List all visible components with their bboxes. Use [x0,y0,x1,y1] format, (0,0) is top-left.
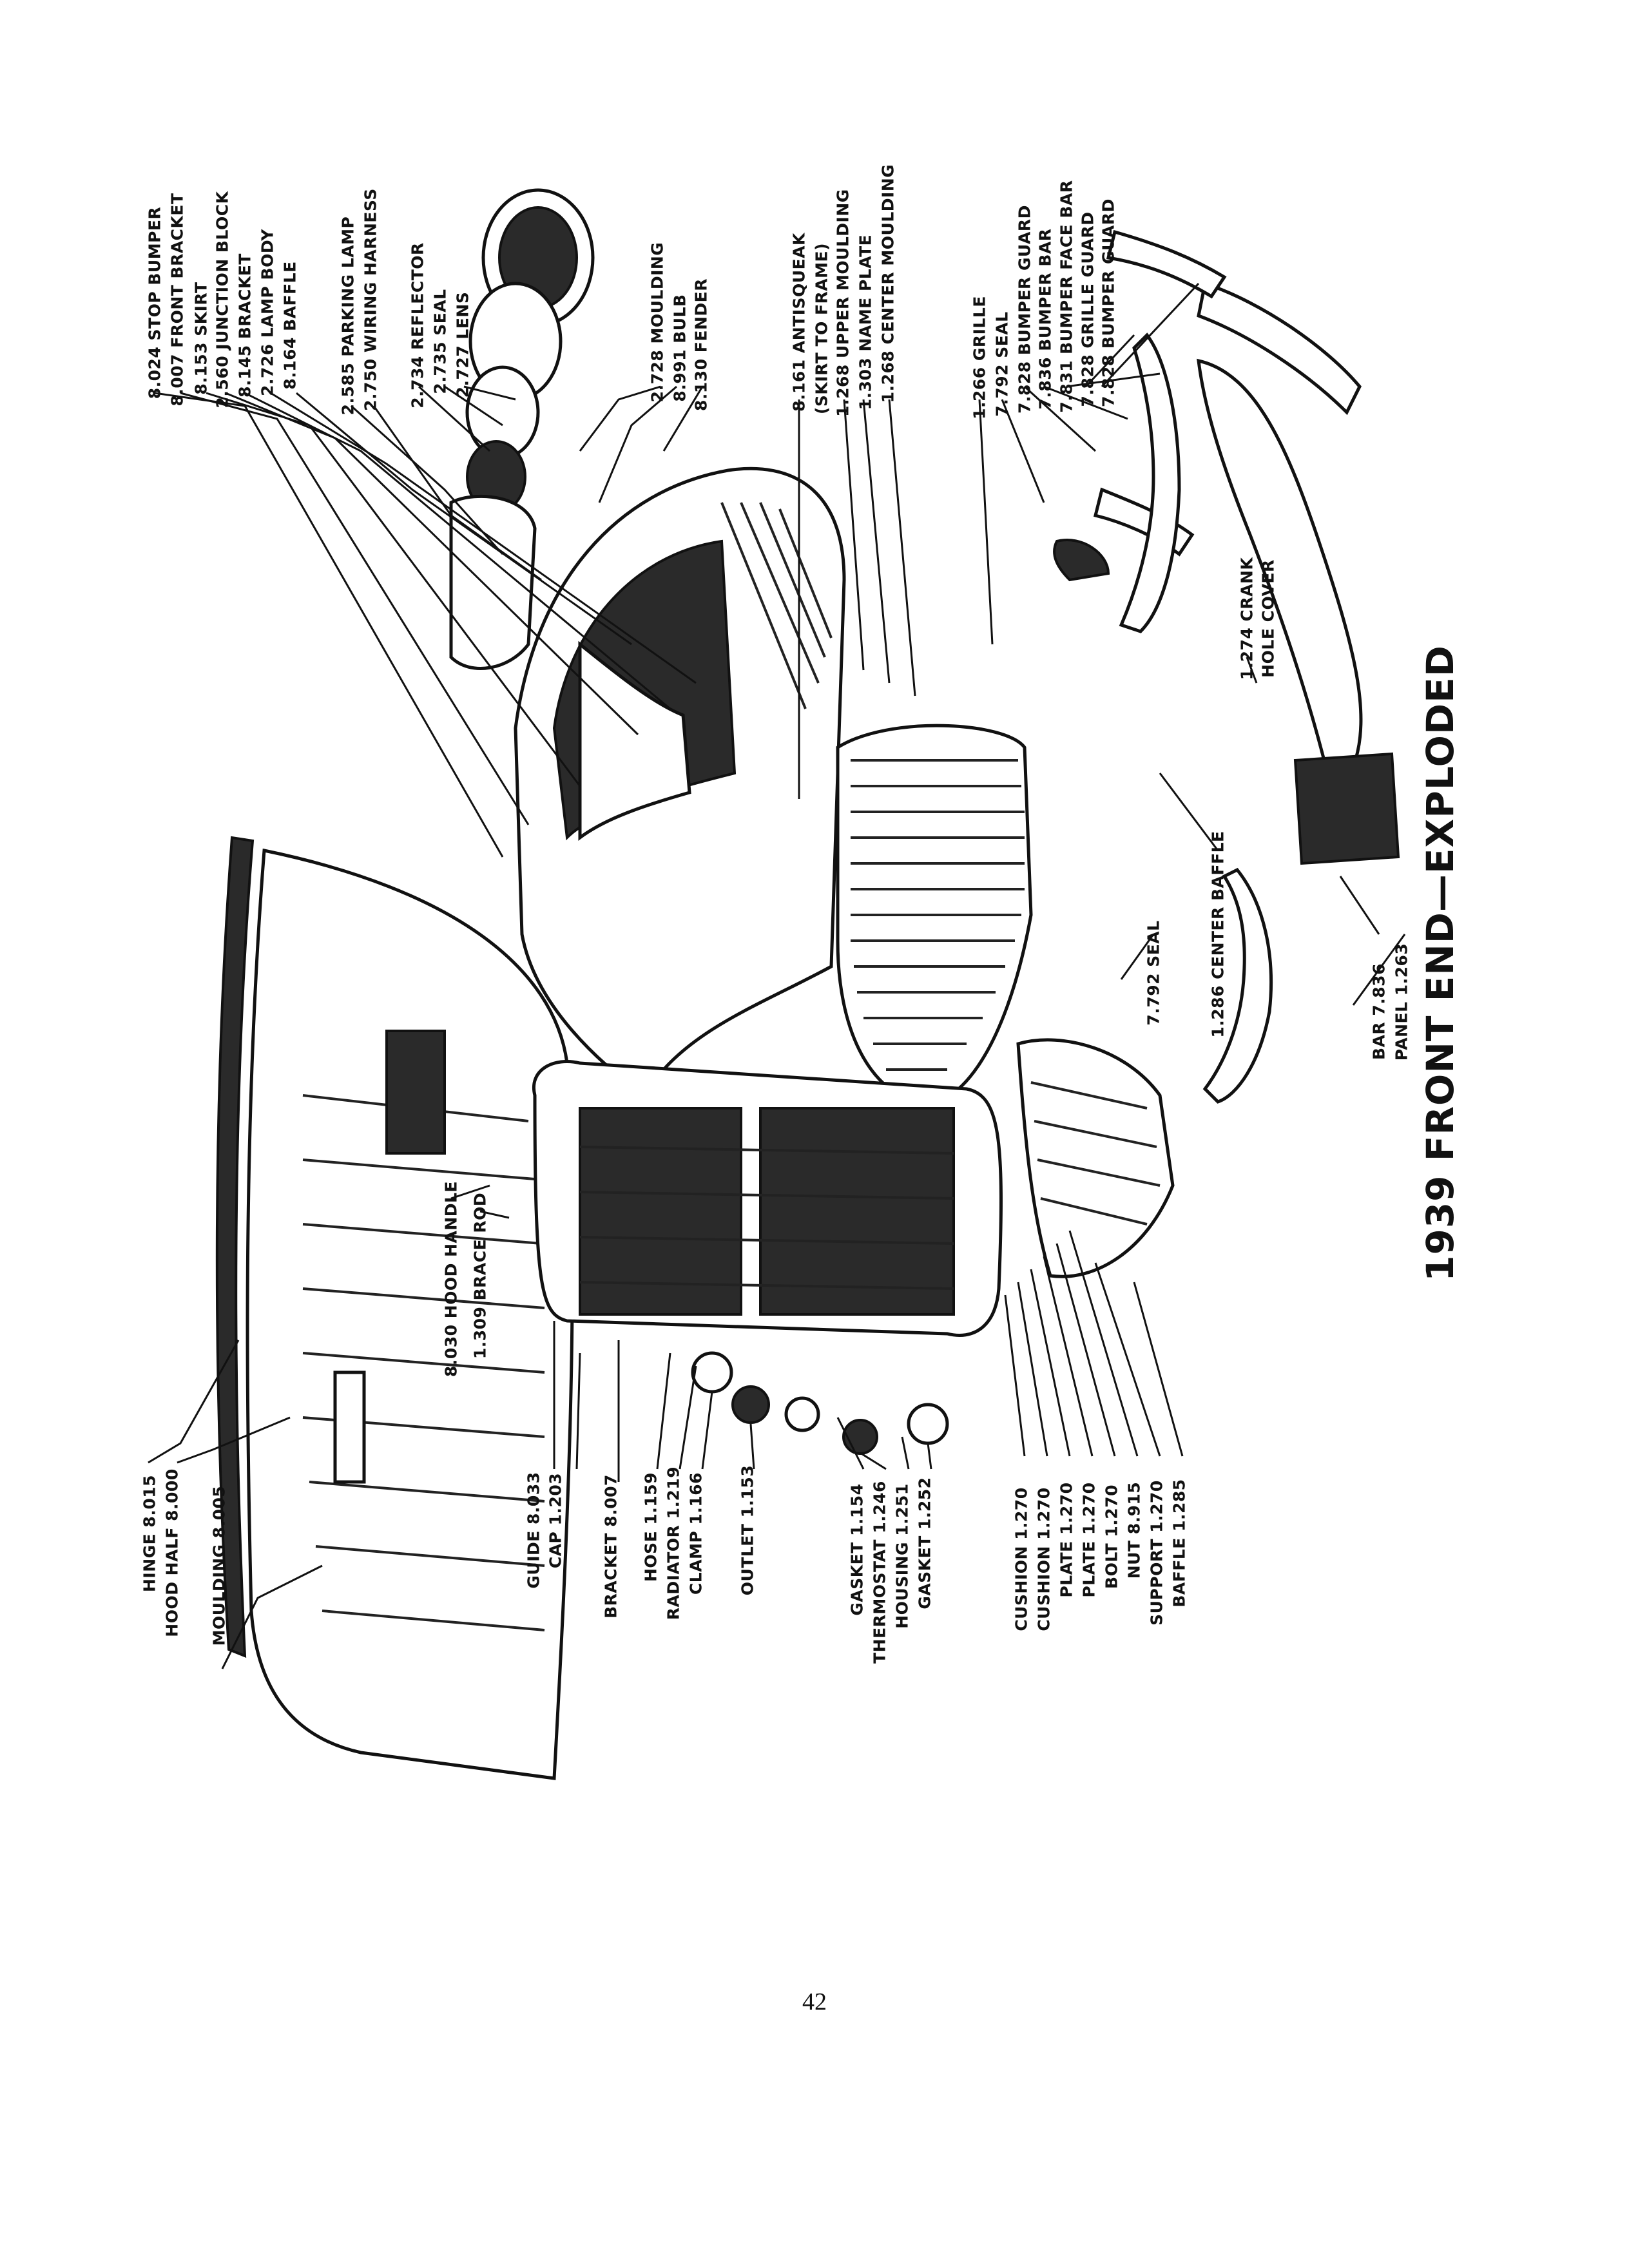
label-support: SUPPORT 1.270 [1147,1480,1166,1626]
label-baffle-8164: 8.164 BAFFLE [280,261,300,390]
label-seal-7792: 7.792 SEAL [1144,920,1163,1026]
label-brace-rod: 1.309 BRACE ROD [470,1192,490,1360]
label-cushion-2: CUSHION 1.270 [1034,1487,1054,1631]
label-gasket-1252: GASKET 1.252 [915,1477,934,1610]
label-hood-half: HOOD HALF 8.000 [162,1468,182,1637]
page-number: 42 [802,1988,827,2015]
label-cushion-1: CUSHION 1.270 [1012,1487,1031,1631]
label-crank: 1.274 CRANK [1237,557,1257,680]
label-thermostat: THERMOSTAT 1.246 [870,1481,889,1664]
label-parking-lamp: 2.585 PARKING LAMP [338,216,358,416]
label-front-bracket: 8.007 FRONT BRACKET [168,193,187,407]
label-fender: 8.130 FENDER [691,278,711,411]
label-junction-block: 2.560 JUNCTION BLOCK [213,191,232,408]
label-nut: NUT 8.915 [1124,1481,1144,1579]
label-plate-2: PLATE 1.270 [1079,1482,1099,1598]
label-clamp: CLAMP 1.166 [686,1472,706,1595]
label-guide: GUIDE 8.033 [524,1472,543,1589]
label-grille-guard: 7.828 GRILLE GUARD [1078,211,1097,407]
diagram-title: 1939 FRONT END—EXPLODED [1418,645,1462,1282]
label-bumper-guard-2: 7.828 BUMPER GUARD [1099,198,1118,407]
label-skirt-to-frame: (SKIRT TO FRAME) [812,242,831,415]
label-antisqueak: 8.161 ANTISQUEAK [789,233,809,412]
label-gasket-1154: GASKET 1.154 [847,1483,867,1616]
label-skirt: 8.153 SKIRT [191,282,211,395]
label-moulding-2728: 2.728 MOULDING [648,242,667,403]
label-crank-hole-cover: HOLE COVER [1258,559,1278,678]
label-reflector: 2.734 REFLECTOR [408,242,427,408]
parking-lamp-part [449,188,595,670]
label-seal-2735: 2.735 SEAL [430,289,450,394]
bumper-bar-part [1053,229,1363,776]
label-baffle-1285: BAFFLE 1.285 [1170,1479,1189,1608]
label-panel: PANEL 1.263 [1392,943,1411,1061]
label-grille: 1.266 GRILLE [970,296,989,419]
label-bar-7836: BAR 7.836 [1369,963,1389,1060]
label-moulding-8005: MOULDING 8.005 [209,1485,229,1646]
bumper-guard-part [1119,332,1273,1104]
grille-part [836,724,1033,1106]
label-cap: CAP 1.203 [546,1472,565,1569]
center-baffle-part [1016,1038,1175,1278]
fender-part [514,466,846,1098]
label-hinge: HINGE 8.015 [140,1474,159,1593]
label-bulb: 8.991 BULB [670,294,689,402]
radiator-part [532,1059,1003,1337]
label-upper-moulding: 1.268 UPPER MOULDING [833,189,853,417]
label-name-plate: 1.303 NAME PLATE [856,234,875,410]
label-bolt: BOLT 1.270 [1102,1485,1121,1589]
label-bracket-8145: 8.145 BRACKET [235,253,255,398]
label-center-baffle: 1.286 CENTER BAFFLE [1208,831,1228,1038]
label-outlet: OUTLET 1.153 [738,1465,757,1596]
label-bumper-bar: 7.836 BUMPER BAR [1036,228,1055,410]
label-bumper-guard-1: 7.828 BUMPER GUARD [1015,205,1034,414]
label-stop-bumper: 8.024 STOP BUMPER [145,206,164,399]
label-bumper-face-bar: 7.831 BUMPER FACE BAR [1057,180,1076,413]
label-lens: 2.727 LENS [453,291,472,398]
label-hose: HOSE 1.159 [641,1472,660,1582]
panel-part [1293,752,1400,865]
hood-half-part [215,836,574,1780]
label-wiring-harness: 2.750 WIRING HARNESS [361,188,380,411]
label-plate-1: PLATE 1.270 [1057,1482,1076,1598]
label-radiator: RADIATOR 1.219 [664,1466,683,1620]
leader-lines [148,282,1406,1669]
label-housing: HOUSING 1.251 [892,1483,912,1629]
label-seal-7792-top: 7.792 SEAL [992,311,1012,417]
radiator-fittings [691,1351,949,1455]
label-hood-handle: 8.030 HOOD HANDLE [441,1180,461,1378]
label-bracket-8007: BRACKET 8.007 [601,1474,621,1619]
label-lamp-body: 2.726 LAMP BODY [258,229,277,396]
label-center-moulding: 1.268 CENTER MOULDING [878,164,898,403]
